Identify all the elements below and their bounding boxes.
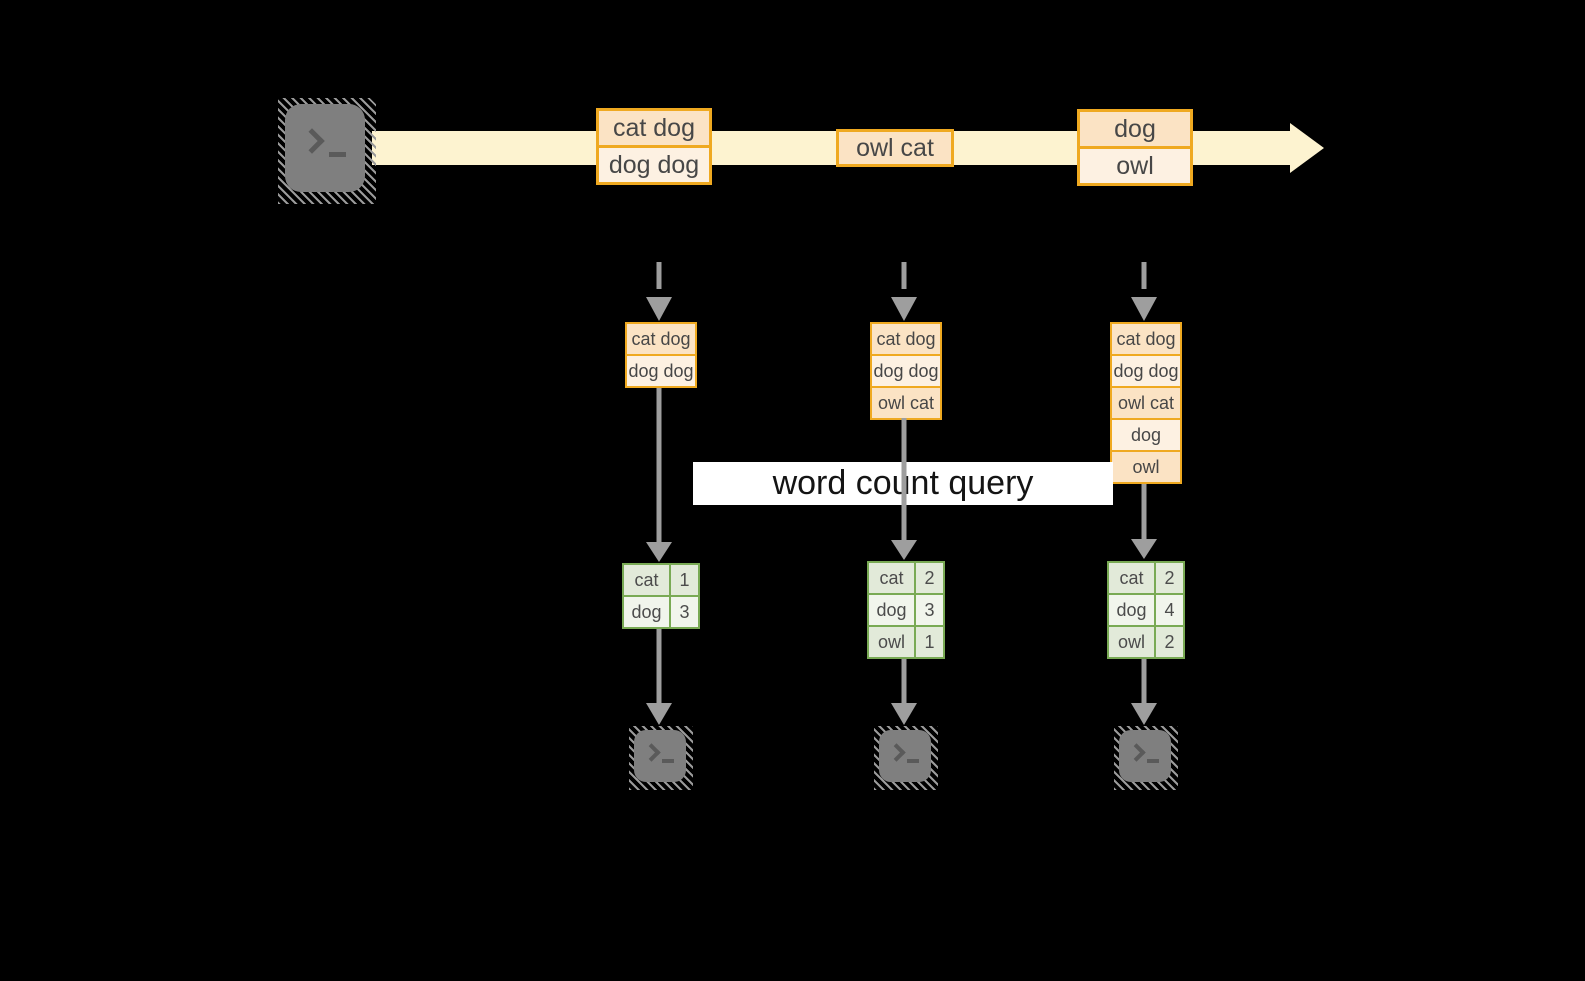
count-value: 3 — [924, 599, 935, 620]
count-word: cat — [1109, 563, 1156, 593]
count-word: dog — [869, 595, 916, 625]
batch-cell: owl — [1080, 146, 1190, 183]
buffer-cell: dog dog — [1112, 354, 1180, 386]
stream-batch-3: dog owl — [1077, 109, 1193, 186]
batch-cell: owl cat — [839, 132, 951, 164]
count-row: owl 2 — [1109, 625, 1183, 657]
buffer-cell: owl — [1112, 450, 1180, 482]
prompt-chevron-icon — [299, 128, 325, 154]
stream-batch-2: owl cat — [836, 129, 954, 167]
count-table-2: cat 2 dog 3 owl 1 — [867, 561, 945, 659]
prompt-chevron-icon — [1127, 743, 1146, 762]
count-value: 1 — [924, 631, 935, 652]
count-value: 1 — [679, 569, 690, 590]
buffer-cell: dog dog — [872, 354, 940, 386]
prompt-chevron-icon — [642, 743, 661, 762]
buffer-cell: cat dog — [627, 324, 695, 354]
count-value: 4 — [1164, 599, 1175, 620]
terminal-screen — [285, 104, 365, 192]
count-value: 2 — [1164, 567, 1175, 588]
input-buffer-3: cat dog dog dog owl cat dog owl — [1110, 322, 1182, 484]
count-word: dog — [1109, 595, 1156, 625]
count-row: owl 1 — [869, 625, 943, 657]
terminal-icon — [1114, 726, 1178, 790]
terminal-screen — [879, 730, 931, 782]
prompt-chevron-icon — [887, 743, 906, 762]
batch-cell: cat dog — [599, 111, 709, 145]
prompt-cursor-icon — [329, 152, 346, 157]
count-word: cat — [624, 565, 671, 595]
query-label-box: word count query — [693, 462, 1113, 505]
stream-batch-1: cat dog dog dog — [596, 108, 712, 185]
terminal-screen — [1119, 730, 1171, 782]
prompt-cursor-icon — [907, 759, 919, 763]
count-row: cat 2 — [869, 563, 943, 593]
count-word: dog — [624, 597, 671, 627]
buffer-cell: owl cat — [872, 386, 940, 418]
count-row: dog 4 — [1109, 593, 1183, 625]
terminal-screen — [634, 730, 686, 782]
count-row: cat 1 — [624, 565, 698, 595]
count-value: 2 — [1164, 631, 1175, 652]
terminal-icon — [629, 726, 693, 790]
buffer-cell: cat dog — [1112, 324, 1180, 354]
count-word: cat — [869, 563, 916, 593]
batch-cell: dog — [1080, 112, 1190, 146]
input-buffer-1: cat dog dog dog — [625, 322, 697, 388]
count-row: cat 2 — [1109, 563, 1183, 593]
buffer-cell: cat dog — [872, 324, 940, 354]
buffer-cell: owl cat — [1112, 386, 1180, 418]
count-word: owl — [869, 627, 916, 657]
count-row: dog 3 — [624, 595, 698, 627]
count-row: dog 3 — [869, 593, 943, 625]
stream-arrow-head — [1290, 123, 1324, 173]
batch-cell: dog dog — [599, 145, 709, 182]
buffer-cell: dog dog — [627, 354, 695, 386]
count-table-3: cat 2 dog 4 owl 2 — [1107, 561, 1185, 659]
prompt-cursor-icon — [1147, 759, 1159, 763]
buffer-cell: dog — [1112, 418, 1180, 450]
count-value: 2 — [924, 567, 935, 588]
terminal-icon — [874, 726, 938, 790]
count-word: owl — [1109, 627, 1156, 657]
count-value: 3 — [679, 601, 690, 622]
prompt-cursor-icon — [662, 759, 674, 763]
terminal-icon — [278, 98, 376, 204]
input-buffer-2: cat dog dog dog owl cat — [870, 322, 942, 420]
query-label: word count query — [772, 464, 1034, 502]
count-table-1: cat 1 dog 3 — [622, 563, 700, 629]
